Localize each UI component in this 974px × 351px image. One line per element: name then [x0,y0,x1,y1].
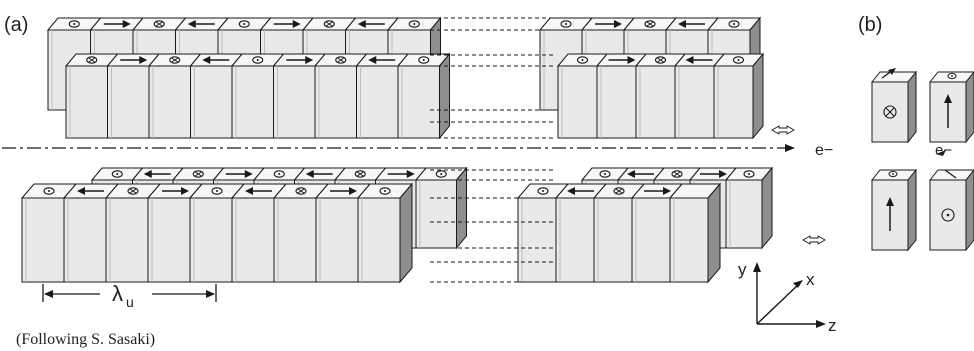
magnet-block [712,53,765,139]
magnet-block [106,53,161,139]
period-arrow-right-icon [206,290,215,298]
beam-label: e− [815,142,833,159]
magnet-block [396,53,451,139]
magnet-block [20,183,78,283]
panel-b-block [870,168,918,252]
magnet-block [592,183,646,283]
magnet-block [595,53,648,139]
magnet-blocks-layer [20,16,774,284]
magnet-block [272,53,327,139]
magnet-block [356,183,414,283]
beam-arrow-icon [785,144,795,152]
lower-front-row-left [20,182,414,284]
lower-front-row-right [516,182,722,284]
axis-label-z: z [828,316,837,335]
x-axis-arrow-icon [793,280,803,288]
magnet-block [146,183,204,283]
magnet-block [313,53,368,139]
magnet-block [189,53,244,139]
panel-label-b: (b) [858,14,882,36]
magnet-block [104,183,162,283]
motion-arrow-upper-icon [771,125,795,135]
panel-b-beam-label: e− [935,142,952,159]
period-marker: λ u [42,281,217,310]
magnet-block [554,183,608,283]
motion-arrow-lower-icon [802,235,826,245]
panel-b-block [870,70,918,144]
magnet-block [230,183,288,283]
coordinate-axes: y x z [738,260,837,335]
axis-label-y: y [738,260,747,279]
caption: (Following S. Sasaki) [16,331,155,348]
period-subscript: u [126,294,134,310]
period-arrow-left-icon [44,290,53,298]
z-axis-arrow-icon [816,320,826,328]
magnet-block [272,183,330,283]
magnet-block [414,167,468,249]
magnet-block [516,183,570,283]
magnet-block [147,53,202,139]
panel-b-block [928,71,974,144]
magnet-block [62,183,120,283]
panel-label-a: (a) [4,14,28,36]
magnet-block [230,53,285,139]
panel-b-block [928,169,974,252]
panel-b [870,68,974,252]
y-axis-arrow-icon [753,262,761,272]
magnet-block [668,183,722,283]
upper-front-row-right [556,52,765,140]
magnet-block [630,183,684,283]
upper-front-row-left [64,52,451,140]
magnet-block [188,183,246,283]
period-label: λ [112,281,123,306]
magnet-block [556,53,609,139]
axis-label-x: x [806,270,815,289]
